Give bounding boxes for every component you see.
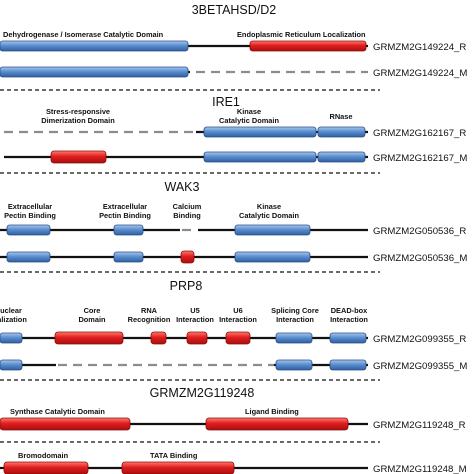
track-grmzm2g119248-m: GRMZM2G119248_M	[0, 461, 467, 474]
track-ire1-m: GRMZM2G162167_M	[4, 150, 467, 164]
label-u5-interaction: Interaction	[176, 315, 214, 324]
red-domain-rna-recognition	[150, 331, 167, 345]
track-wak3-r: GRMZM2G050536_R	[0, 224, 466, 237]
track-label: GRMZM2G119248_M	[373, 464, 467, 474]
blue-domain-pectin-2	[113, 251, 144, 263]
track-label: GRMZM2G119248_R	[373, 420, 466, 431]
blue-domain-dead-box	[329, 332, 367, 344]
track-label: GRMZM2G162167_R	[373, 128, 466, 139]
blue-domain-splicing-core	[275, 359, 313, 371]
track-label: GRMZM2G162167_M	[373, 153, 467, 164]
label-splicing-core-interaction: Interaction	[276, 315, 314, 324]
track-wak3-m: GRMZM2G050536_M	[0, 250, 467, 264]
panel-title-ire1: IRE1	[212, 95, 240, 109]
label-u5: U5	[190, 306, 199, 315]
blue-domain-kinase	[203, 151, 317, 163]
blue-domain-rnase	[317, 151, 366, 163]
red-domain-bromodomain	[3, 461, 89, 474]
blue-domain-dead-box	[329, 359, 367, 371]
track-label: GRMZM2G149224_R	[373, 42, 466, 53]
label-stress-responsive: Stress-responsive	[46, 107, 110, 116]
track-3betahsd-r: GRMZM2G149224_R	[0, 40, 466, 53]
blue-domain-pectin-1	[6, 251, 51, 263]
label-dimerization-domain: Dimerization Domain	[41, 116, 115, 125]
track-label: GRMZM2G149224_M	[373, 68, 467, 79]
panel-title-3betahsd-d2: 3BETAHSD/D2	[192, 3, 277, 17]
blue-domain-kinase	[203, 126, 317, 138]
red-domain-synthase	[0, 417, 131, 431]
label-dead-box: DEAD-box	[331, 306, 368, 315]
label-u6: U6	[233, 306, 242, 315]
panel-title-grmzm2g119248: GRMZM2G119248	[150, 386, 255, 400]
label-core-domain: Domain	[78, 315, 106, 324]
panel-wak3: WAK3 Extracellular Pectin Binding Extrac…	[0, 180, 467, 264]
label-wak-kinase: Kinase	[257, 202, 281, 211]
panel-title-wak3: WAK3	[165, 180, 200, 194]
red-domain-tata-binding	[121, 461, 235, 474]
red-domain-ligand-binding	[205, 417, 349, 431]
label-tata-binding: TATA Binding	[150, 451, 198, 460]
label-pectin-binding-2: Pectin Binding	[99, 211, 151, 220]
blue-domain-pectin-2	[113, 224, 144, 236]
label-pectin-binding-1: Pectin Binding	[4, 211, 56, 220]
blue-domain-kinase	[234, 251, 311, 263]
panel-title-prp8: PRP8	[170, 279, 203, 293]
panel-grmzm2g119248: GRMZM2G119248 Synthase Catalytic Domain …	[0, 386, 466, 431]
red-domain-dimerization	[50, 150, 107, 164]
red-domain-calcium-binding	[180, 250, 195, 264]
label-kinase: Kinase	[237, 107, 261, 116]
blue-domain-nuclear-localization	[0, 359, 23, 371]
label-synthase-catalytic-domain: Synthase Catalytic Domain	[10, 407, 105, 416]
label-rna: RNA	[141, 306, 158, 315]
red-domain-u6	[225, 331, 251, 345]
label-extracellular-2: Extracellular	[103, 202, 147, 211]
panel-bromodomain-tata: Bromodomain TATA Binding GRMZM2G119248_M	[0, 451, 467, 474]
track-3betahsd-m: GRMZM2G149224_M	[0, 66, 467, 79]
panel-3betahsd-d2: 3BETAHSD/D2 Dehydrogenase / Isomerase Ca…	[0, 3, 467, 79]
label-wak-kinase-catalytic: Catalytic Domain	[239, 211, 299, 220]
track-prp8-r: GRMZM2G099355_R	[0, 331, 466, 345]
label-kinase-catalytic-domain: Catalytic Domain	[219, 116, 279, 125]
red-domain-core	[54, 331, 124, 345]
track-grmzm2g119248-r: GRMZM2G119248_R	[0, 417, 466, 431]
label-calcium-binding: Binding	[173, 211, 201, 220]
label-splicing-core: Splicing Core	[271, 306, 319, 315]
track-prp8-m: GRMZM2G099355_M	[0, 359, 467, 372]
label-nuclear: luclear	[0, 306, 22, 315]
red-domain-u5	[186, 331, 208, 345]
label-rnase: RNase	[329, 112, 352, 121]
track-label: GRMZM2G099355_R	[373, 334, 466, 345]
panel-ire1: IRE1 Stress-responsive Dimerization Doma…	[4, 95, 467, 164]
track-label: GRMZM2G050536_R	[373, 226, 466, 237]
label-calcium: Calcium	[173, 202, 202, 211]
label-u6-interaction: Interaction	[219, 315, 257, 324]
blue-domain-pectin-1	[6, 224, 51, 236]
blue-domain-rnase	[317, 126, 366, 138]
label-dehydrogenase-isomerase-domain: Dehydrogenase / Isomerase Catalytic Doma…	[3, 30, 164, 39]
label-bromodomain: Bromodomain	[18, 451, 69, 460]
blue-domain-kinase	[234, 224, 311, 236]
label-rna-recognition: Recognition	[128, 315, 171, 324]
blue-domain-dehydrogenase	[0, 66, 189, 78]
label-ligand-binding: Ligand Binding	[245, 407, 299, 416]
blue-domain-splicing-core	[275, 332, 313, 344]
label-dead-box-interaction: Interaction	[330, 315, 368, 324]
label-er-localization: Endoplasmic Reticulum Localization	[237, 30, 366, 39]
red-domain-er-localization	[249, 40, 367, 52]
panel-prp8: PRP8 luclear calization Core Domain RNA …	[0, 279, 467, 372]
label-extracellular-1: Extracellular	[8, 202, 52, 211]
blue-domain-nuclear-localization	[0, 332, 23, 344]
track-ire1-r: GRMZM2G162167_R	[4, 126, 466, 139]
label-localization: calization	[0, 315, 27, 324]
track-label: GRMZM2G099355_M	[373, 361, 467, 372]
label-core: Core	[84, 306, 101, 315]
track-label: GRMZM2G050536_M	[373, 253, 467, 264]
blue-domain-dehydrogenase	[0, 40, 189, 52]
